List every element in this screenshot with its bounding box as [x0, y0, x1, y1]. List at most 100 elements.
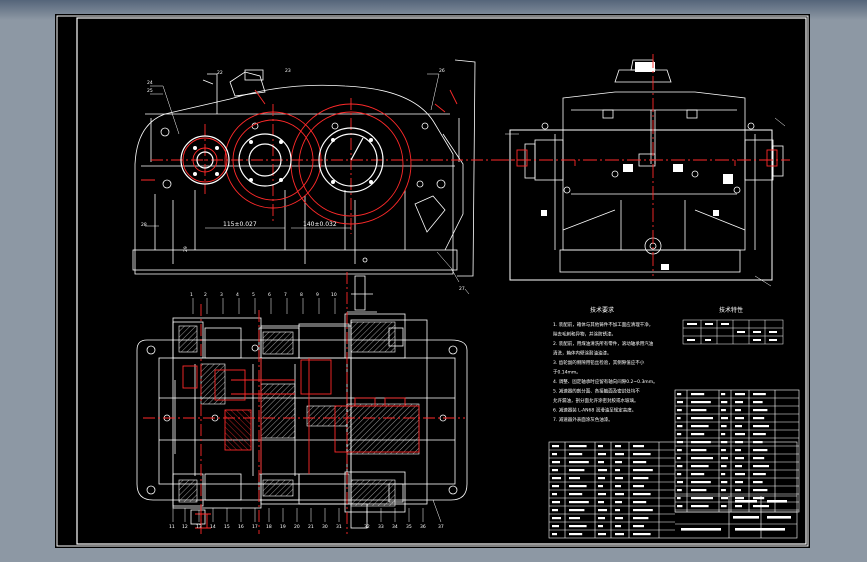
- parts-list-cell-text: [735, 473, 745, 476]
- title-block-cell-text: [633, 485, 644, 488]
- svg-text:26: 26: [439, 68, 445, 74]
- title-block-cell-text: [615, 493, 624, 496]
- title-block-cell-text: [569, 525, 587, 528]
- parts-list-cell-text: [735, 409, 741, 412]
- svg-text:35: 35: [406, 524, 412, 530]
- title-block-cell-text: [552, 517, 561, 520]
- parts-list-cell-text: [677, 417, 681, 420]
- svg-text:2: 2: [204, 292, 207, 298]
- parts-list-cell-text: [691, 393, 705, 396]
- svg-text:1: 1: [190, 292, 193, 298]
- parts-list-cell-text: [677, 409, 682, 412]
- parts-list-cell-text: [735, 441, 743, 444]
- svg-text:36: 36: [420, 524, 426, 530]
- top-view-leaders: [172, 298, 442, 523]
- parts-list-cell-text: [753, 417, 765, 420]
- parts-list-cell-text: [677, 393, 682, 396]
- parts-list-text: [552, 393, 791, 536]
- svg-text:18: 18: [266, 524, 272, 530]
- parts-list-cell-text: [721, 441, 728, 444]
- svg-text:22: 22: [217, 70, 223, 76]
- title-block-cell-text: [569, 485, 587, 488]
- parts-list-cell-text: [721, 449, 726, 452]
- tech-requirement-line: 3. 齿轮副的侧隙用铅丝检验，其侧隙值应不小: [553, 359, 645, 366]
- svg-text:34: 34: [392, 524, 398, 530]
- parts-list-cell-text: [753, 409, 768, 412]
- title-block-cell-text: [615, 461, 622, 464]
- parts-list-cell-text: [753, 505, 769, 508]
- title-block-cell-text: [598, 485, 603, 488]
- title-block-cell-text: [633, 453, 651, 456]
- drawing-frame: [76, 17, 807, 545]
- parts-list-cell-text: [735, 505, 742, 508]
- title-block: [548, 441, 798, 539]
- svg-text:19: 19: [280, 524, 286, 530]
- svg-text:8: 8: [300, 292, 303, 298]
- title-block-cell-text: [767, 516, 791, 519]
- title-block-cell-text: [598, 453, 606, 456]
- title-block-cell-text: [598, 501, 604, 504]
- parts-list-cell-text: [691, 401, 711, 404]
- svg-text:21: 21: [308, 524, 314, 530]
- parts-list-cell-text: [677, 465, 683, 468]
- title-block-cell-text: [552, 509, 558, 512]
- tech-requirement-line: 6. 减速器装 L-AN68 润滑油至规定高度。: [553, 407, 636, 414]
- parts-list-cell-text: [753, 393, 766, 396]
- svg-text:3: 3: [220, 292, 223, 298]
- tech-requirement-line: 除去毛刺和异物，并涂防锈漆。: [553, 331, 616, 338]
- title-block-cell-text: [569, 469, 585, 472]
- svg-text:37: 37: [438, 524, 444, 530]
- parts-list-cell-text: [691, 505, 709, 508]
- top-view-hatching: [178, 321, 420, 507]
- svg-text:24: 24: [147, 80, 153, 86]
- parts-list-cell-text: [753, 457, 765, 460]
- tech-requirement-line: 7. 减速器外表面涂灰色油漆。: [553, 416, 613, 423]
- parts-list-cell-text: [753, 425, 769, 428]
- tech-characteristics-values: [687, 323, 777, 341]
- tech-requirement-line: 1. 装配前，箱体与其他铸件不加工面应清理干净，: [553, 321, 653, 328]
- parts-list-cell-text: [735, 449, 741, 452]
- drawing-sheet[interactable]: 24 25 26 27 28 23 22 29 115±0.027 140±0.…: [55, 14, 810, 548]
- side-view: [509, 59, 784, 281]
- tech-requirement-line: 5. 减速器的剖分面、各接触面及密封处均不: [553, 388, 640, 395]
- tech-requirement-line: 2. 装配前，用煤油清洗所有零件，滚动轴承用汽油: [553, 340, 654, 347]
- parts-list-cell-text: [721, 409, 726, 412]
- svg-text:25: 25: [147, 88, 153, 94]
- parts-list-cell-text: [691, 441, 711, 444]
- title-block-cell-text: [681, 528, 721, 531]
- parts-list-cell-text: [691, 497, 713, 500]
- title-block-cell-text: [598, 477, 605, 480]
- parts-list-cell-text: [735, 497, 744, 500]
- parts-list-cell-text: [677, 449, 682, 452]
- title-block-cell-text: [569, 477, 580, 480]
- parts-list-cell-text: [753, 433, 766, 436]
- title-block-cell-text: [569, 461, 589, 464]
- sheet-outer-border: [56, 15, 809, 547]
- parts-list-cell-text: [753, 497, 765, 500]
- title-block-cell-text: [598, 493, 606, 496]
- parts-list-cell-text: [721, 481, 728, 484]
- parts-list-cell-text: [753, 473, 766, 476]
- title-block-cell-text: [633, 469, 653, 472]
- dimension-140: 140±0.032: [303, 221, 337, 228]
- title-block-cell-text: [633, 517, 649, 520]
- title-block-cell-text: [633, 477, 649, 480]
- parts-list-cell-text: [721, 393, 726, 396]
- title-block-cell-text: [598, 509, 607, 512]
- parts-list-cell-text: [721, 457, 728, 460]
- title-block-cell-text: [598, 525, 603, 528]
- parts-list-cell-text: [677, 441, 683, 444]
- parts-list-cell-text: [753, 449, 768, 452]
- title-block-cell-text: [598, 461, 604, 464]
- title-block-cell-text: [552, 453, 557, 456]
- title-block-cell-text: [598, 469, 607, 472]
- parts-list-cell-text: [735, 417, 744, 420]
- parts-list-cell-text: [677, 505, 683, 508]
- parts-list-cell-text: [735, 425, 742, 428]
- title-block-cell-text: [552, 469, 558, 472]
- title-block-cell-text: [615, 469, 620, 472]
- title-block-cell-text: [552, 477, 561, 480]
- parts-list-cell-text: [721, 489, 726, 492]
- title-block-cell-text: [552, 445, 559, 448]
